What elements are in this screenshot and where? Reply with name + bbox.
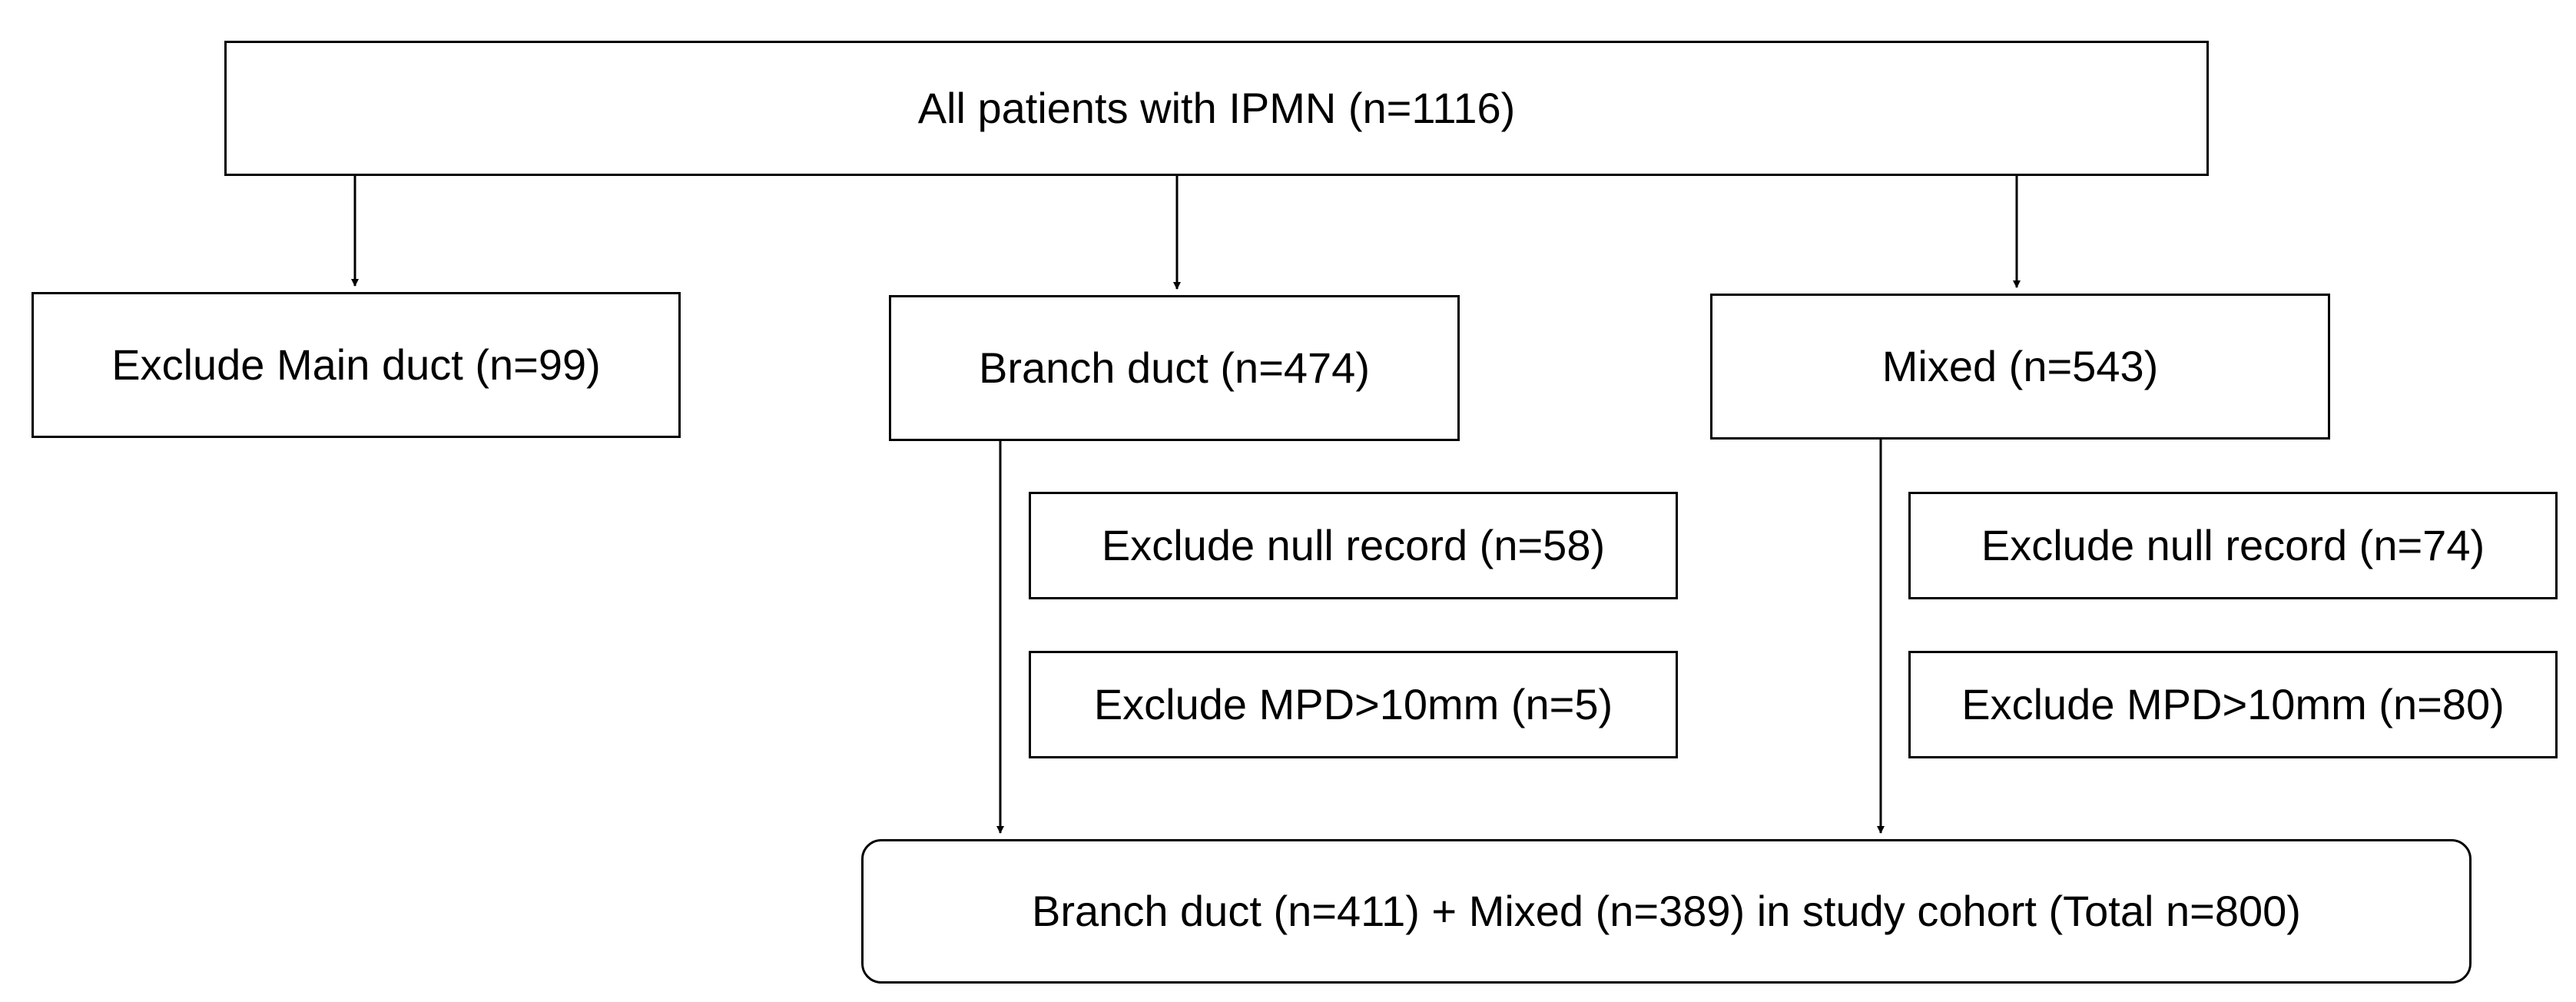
branch-duct-label: Branch duct (n=474) (979, 343, 1370, 392)
mixed-exclude-mpd-label: Exclude MPD>10mm (n=80) (1961, 680, 2505, 728)
exclude-main-duct-box: Exclude Main duct (n=99) (31, 292, 681, 438)
branch-exclude-null-record-box: Exclude null record (n=58) (1029, 492, 1678, 599)
branch-exclude-mpd-box: Exclude MPD>10mm (n=5) (1029, 651, 1678, 758)
study-cohort-label: Branch duct (n=411) + Mixed (n=389) in s… (1032, 887, 2301, 935)
all-patients-box: All patients with IPMN (n=1116) (224, 41, 2209, 176)
branch-exclude-null-record-label: Exclude null record (n=58) (1101, 521, 1606, 569)
mixed-exclude-null-record-label: Exclude null record (n=74) (1981, 521, 2485, 569)
exclude-main-duct-label: Exclude Main duct (n=99) (111, 340, 601, 389)
mixed-box: Mixed (n=543) (1710, 294, 2330, 440)
study-cohort-box: Branch duct (n=411) + Mixed (n=389) in s… (861, 839, 2472, 984)
mixed-exclude-null-record-box: Exclude null record (n=74) (1908, 492, 2558, 599)
mixed-exclude-mpd-box: Exclude MPD>10mm (n=80) (1908, 651, 2558, 758)
branch-exclude-mpd-label: Exclude MPD>10mm (n=5) (1093, 680, 1613, 728)
branch-duct-box: Branch duct (n=474) (889, 295, 1460, 441)
mixed-label: Mixed (n=543) (1881, 342, 2159, 390)
all-patients-label: All patients with IPMN (n=1116) (917, 84, 1516, 132)
